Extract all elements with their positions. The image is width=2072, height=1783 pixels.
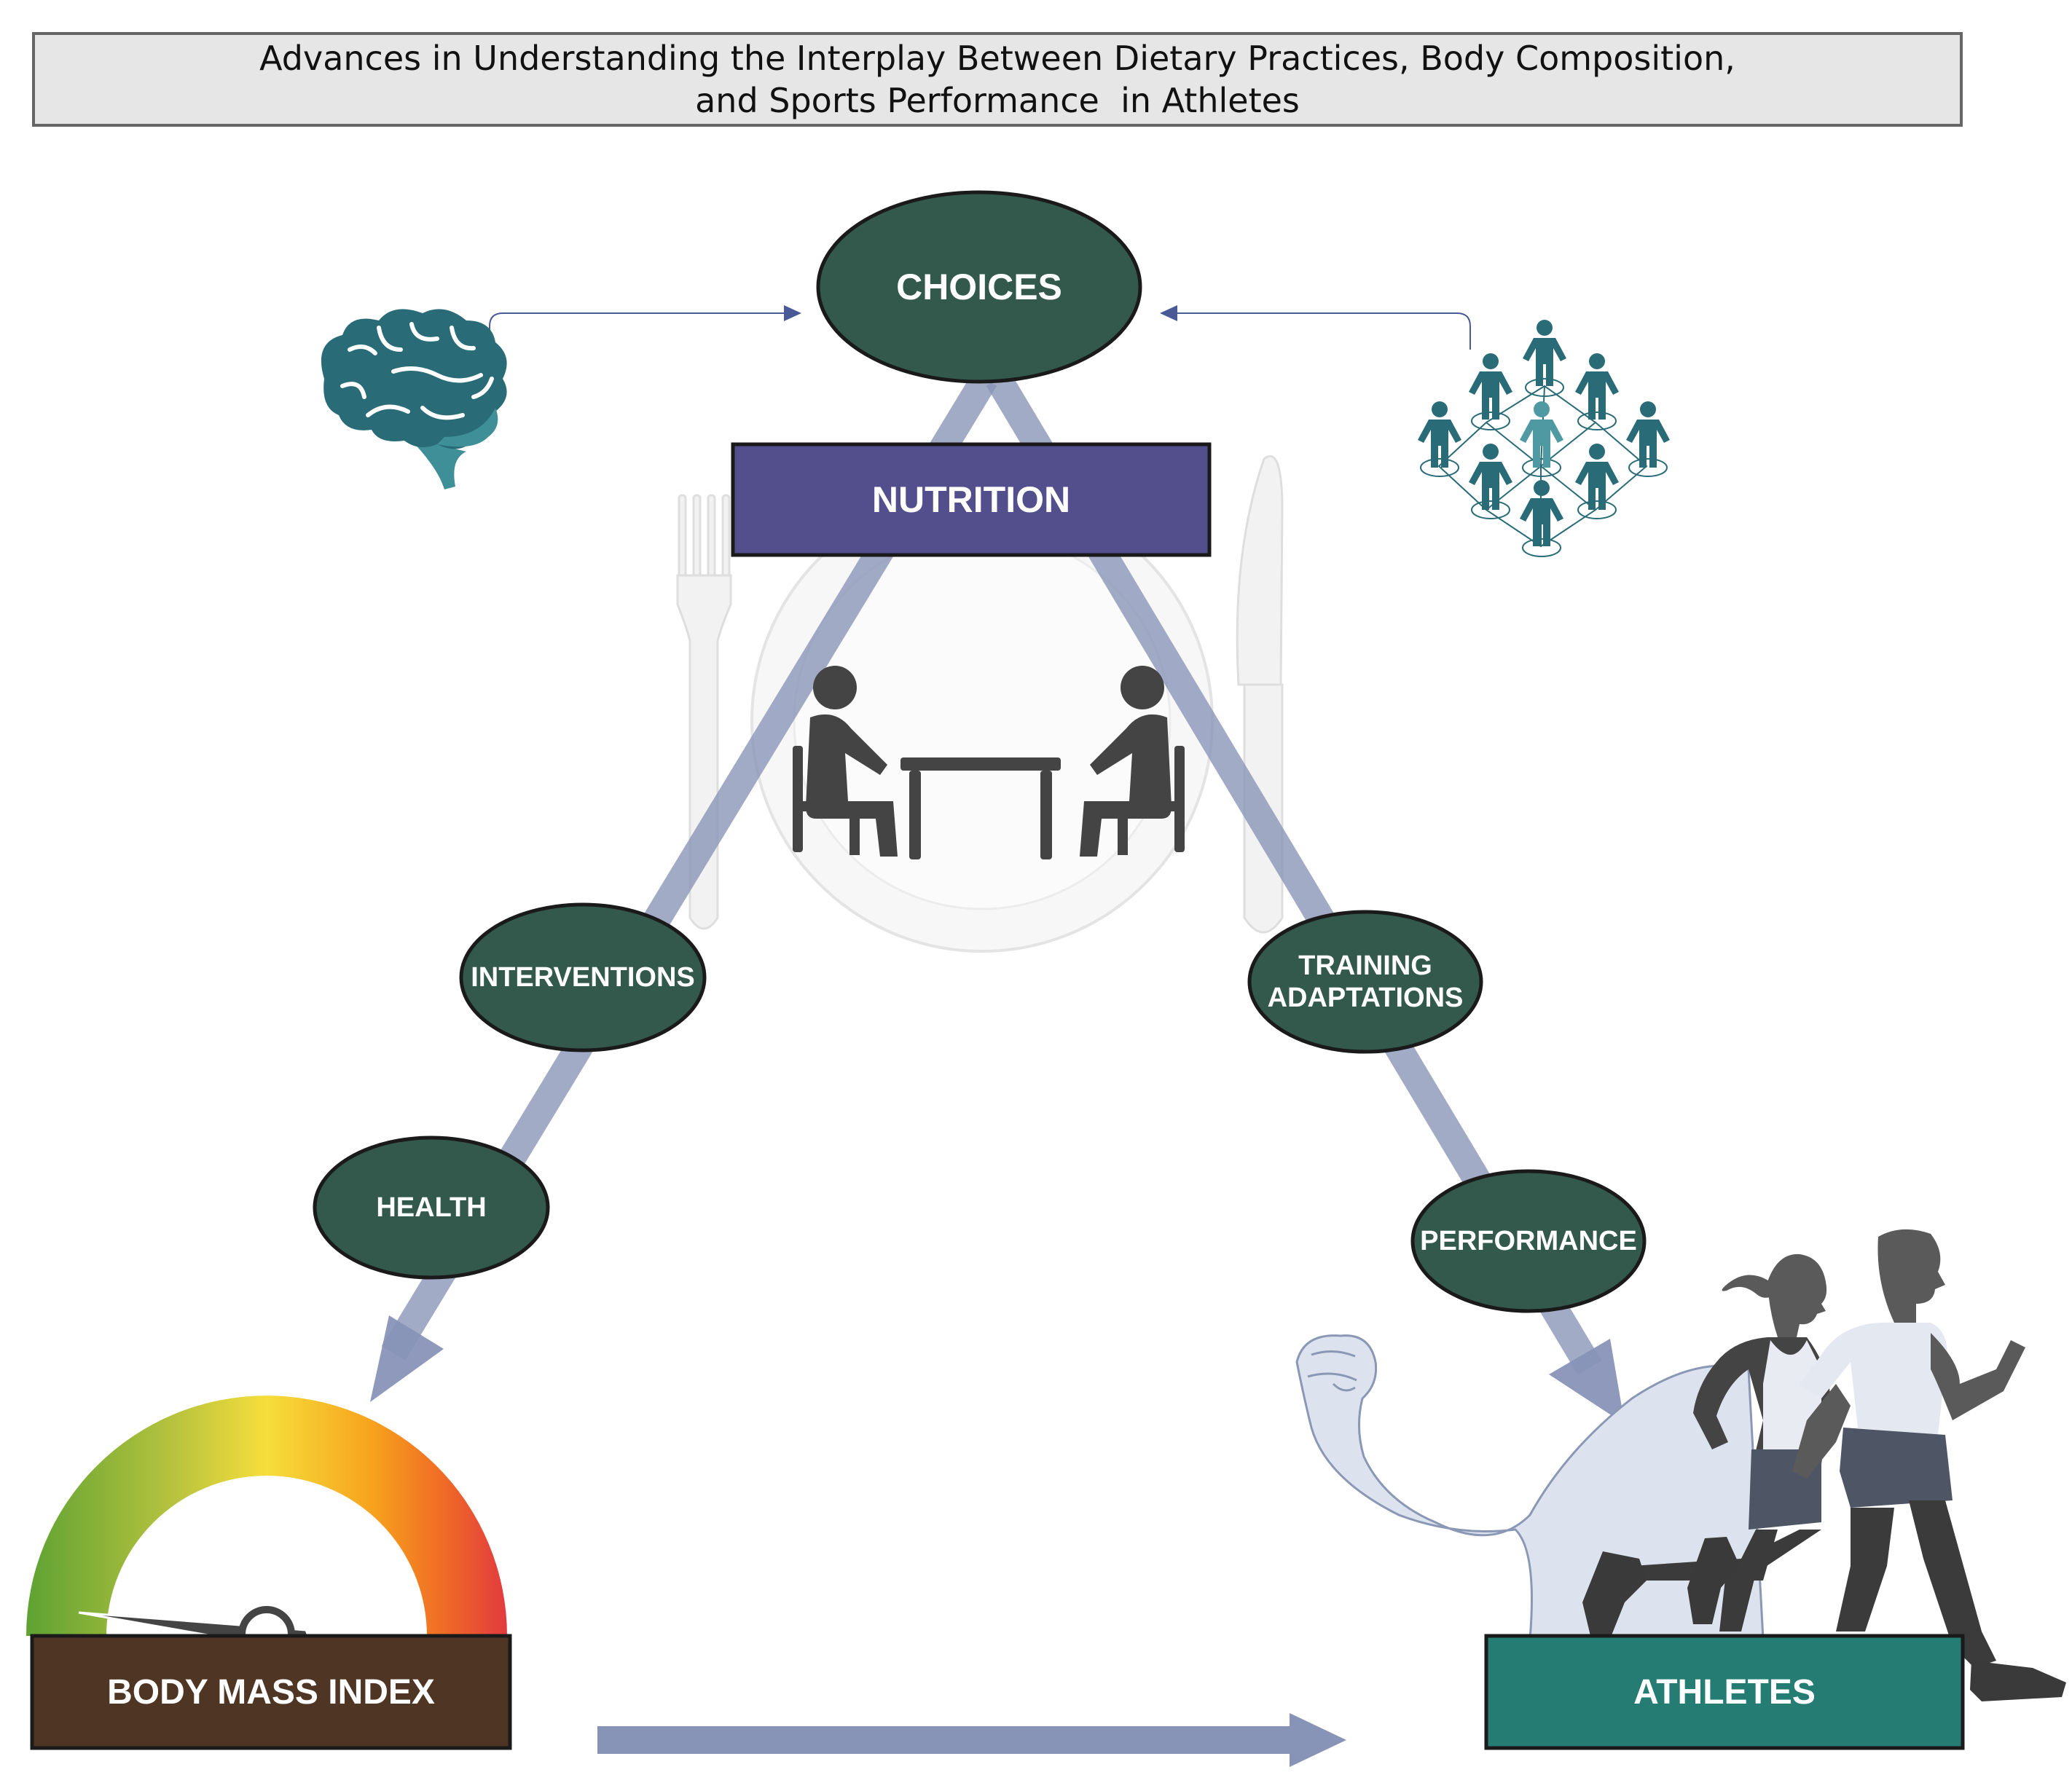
- interventions-label: INTERVENTIONS: [471, 962, 695, 993]
- social-network-icon: [1418, 320, 1670, 557]
- training-adaptations-ellipse[interactable]: [1247, 910, 1483, 1054]
- connector-brain-to-choices: [489, 305, 801, 350]
- runners-icon: [1582, 1229, 2066, 1701]
- figure-title-box: Advances in Understanding the Interplay …: [32, 32, 1963, 127]
- flexed-arm-icon: [1295, 1334, 1765, 1640]
- bmi-box[interactable]: [30, 1634, 512, 1750]
- bmi-label: BODY MASS INDEX: [107, 1672, 435, 1712]
- arrow-bmi-to-athletes: [597, 1713, 1346, 1767]
- health-label: HEALTH: [376, 1192, 487, 1223]
- consultation-icon: [793, 666, 1185, 859]
- performance-label: PERFORMANCE: [1420, 1226, 1637, 1256]
- athletes-box[interactable]: [1484, 1634, 1965, 1750]
- figure-title-line-2: and Sports Performance in Athletes: [695, 81, 1300, 120]
- choices-ellipse[interactable]: [816, 190, 1142, 384]
- health-ellipse[interactable]: [313, 1135, 550, 1280]
- figure-title-line-1: Advances in Understanding the Interplay …: [259, 39, 1735, 78]
- athletes-label: ATHLETES: [1633, 1672, 1816, 1712]
- brain-icon: [321, 309, 507, 489]
- choices-label: CHOICES: [896, 267, 1062, 307]
- performance-ellipse[interactable]: [1410, 1169, 1647, 1313]
- connector-people-to-choices: [1160, 305, 1471, 350]
- nutrition-label: NUTRITION: [871, 479, 1071, 520]
- training-label-line-2: ADAPTATIONS: [1267, 983, 1464, 1013]
- training-adaptations-label: TRAINING ADAPTATIONS: [1249, 945, 1481, 1018]
- nutrition-box[interactable]: [731, 442, 1212, 557]
- bmi-gauge-icon: [26, 1396, 507, 1663]
- interventions-ellipse[interactable]: [459, 902, 707, 1052]
- training-label-line-1: TRAINING: [1298, 950, 1432, 981]
